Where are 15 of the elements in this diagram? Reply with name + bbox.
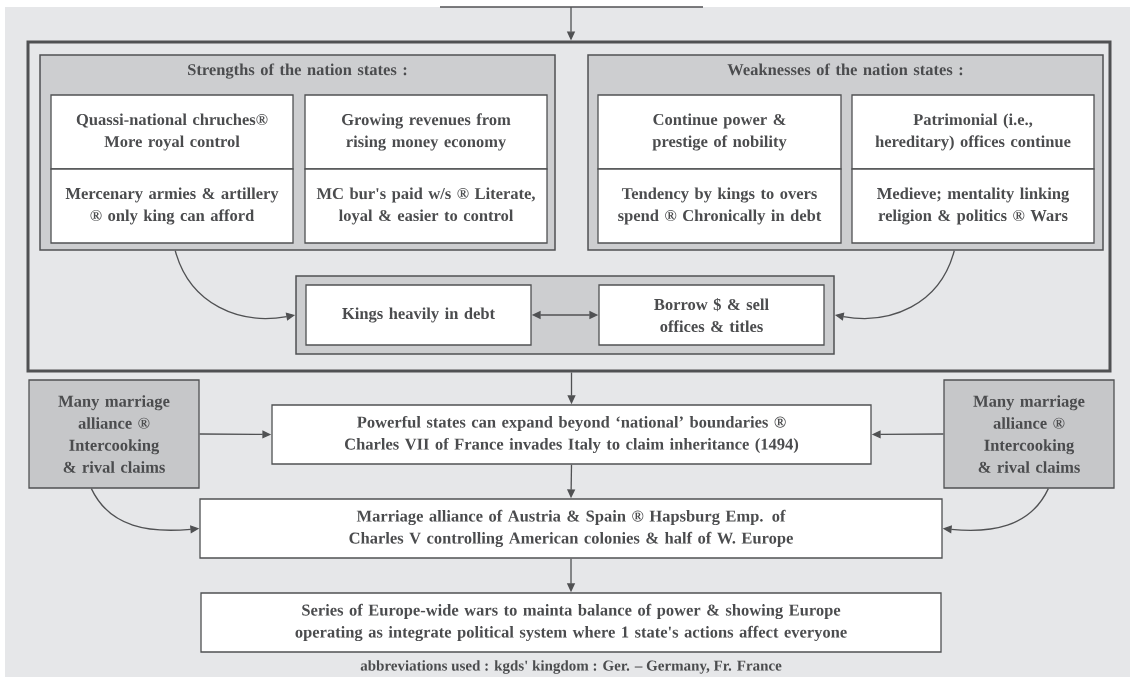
text-cell: Medieve; mentality linking religion & politics ® Wars — [851, 168, 1095, 244]
text-cell: MC bur's paid w/s ® Literate, loyal & easier to control — [304, 168, 548, 244]
process-box: Powerful states can expand beyond ‘national’ boundaries ® Charles VII of France invades Italy to claim inheritance (1494) — [271, 404, 872, 465]
process-box: Marriage alliance of Austria & Spain ® Hapsburg Emp. of Charles V controlling American colonies & half of W. Europe — [199, 498, 943, 559]
text-cell: Patrimonial (i.e., hereditary) offices continue — [851, 94, 1095, 170]
text-cell: Continue power & prestige of nobility — [597, 94, 842, 170]
shaded-box: Many marriage alliance ® Intercooking & rival claims — [28, 379, 200, 489]
process-box: Borrow $ & sell offices & titles — [598, 284, 825, 346]
text-cell: Quassi-national chruches® More royal control — [50, 94, 294, 170]
process-box: Series of Europe-wide wars to mainta balance of power & showing Europe operating as integrate political system where 1 state's actions affect everyone — [200, 592, 942, 653]
shaded-box: Many marriage alliance ® Intercooking & rival claims — [943, 379, 1115, 489]
text-cell: Mercenary armies & artillery ® only king can afford — [50, 168, 294, 244]
process-box: Kings heavily in debt — [305, 284, 532, 346]
text-cell: Tendency by kings to overs spend ® Chronically in debt — [597, 168, 842, 244]
text-cell: Growing revenues from rising money economy — [304, 94, 548, 170]
